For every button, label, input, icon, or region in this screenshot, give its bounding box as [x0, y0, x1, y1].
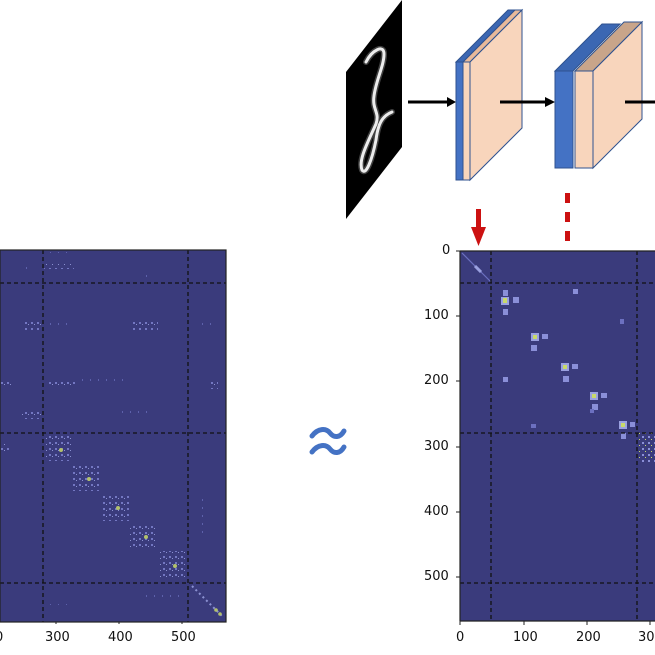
approximately-equal-icon: [309, 427, 347, 455]
block-boundary-lines: [0, 250, 226, 622]
input-digit-image: [346, 0, 402, 219]
flow-arrow-layer1-to-layer2: [500, 97, 555, 107]
block-boundary-lines: [460, 251, 655, 621]
right-x-tick-300-partial: 30: [638, 630, 655, 645]
right-y-tick-400: 400: [424, 504, 449, 519]
conv-layer-1: [454, 8, 524, 182]
right-x-tick-100: 100: [513, 630, 538, 645]
network-diagram: [346, 0, 655, 246]
left-x-tick-500: 500: [171, 630, 196, 645]
probe-arrow-dashed: [565, 193, 570, 241]
heatmap-background: [0, 250, 226, 622]
probe-arrow-solid: [471, 209, 486, 246]
right-y-tick-200: 200: [424, 373, 449, 388]
left-x-tick-0: 0: [0, 630, 3, 645]
heatmap-frame: [0, 249, 227, 623]
right-y-tick-100: 100: [424, 308, 449, 323]
flow-arrow-input-to-layer1: [408, 97, 456, 107]
right-x-tick-0: 0: [456, 630, 465, 645]
heatmap-features: [0, 252, 223, 617]
right-x-tick-200: 200: [576, 630, 601, 645]
left-x-tick-400: 400: [108, 630, 133, 645]
right-y-tick-300: 300: [424, 439, 449, 454]
heatmap-features: [461, 252, 655, 463]
conv-layer-2: [553, 20, 644, 170]
left-similarity-heatmap: [0, 249, 227, 624]
right-y-tick-500: 500: [424, 569, 449, 584]
right-similarity-heatmap: [456, 250, 655, 625]
right-y-tick-0: 0: [442, 243, 451, 258]
left-x-tick-300: 300: [45, 630, 70, 645]
